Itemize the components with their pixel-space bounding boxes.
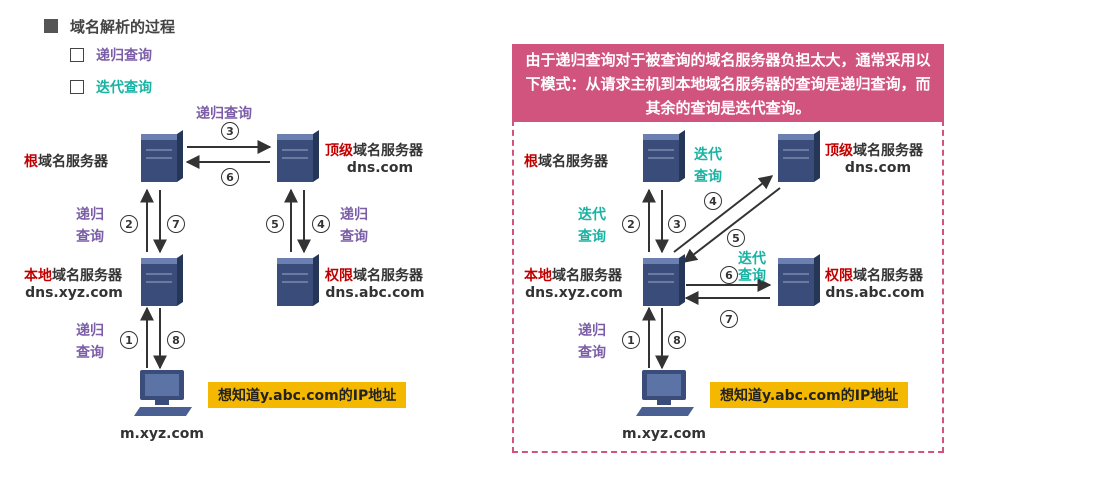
server-icon-right-tld xyxy=(778,130,820,182)
left-auth-host: dns.abc.com xyxy=(325,285,425,301)
left-label-top: 递归查询 xyxy=(196,106,252,122)
left-num-6: 6 xyxy=(221,168,239,186)
left-label-left-1: 递归 xyxy=(76,207,104,223)
left-tld-prefix: 顶级 xyxy=(325,143,353,159)
left-local-label: 本地域名服务器 xyxy=(24,265,122,285)
right-iter-left-2: 查询 xyxy=(578,229,606,245)
left-label-left: 递归查询 xyxy=(76,204,104,248)
right-num-4: 4 xyxy=(704,192,722,210)
right-iter-left: 迭代查询 xyxy=(578,204,606,248)
right-local-host: dns.xyz.com xyxy=(525,285,623,301)
right-num-6: 6 xyxy=(720,266,738,284)
right-auth-host: dns.abc.com xyxy=(825,285,925,301)
right-auth-prefix: 权限 xyxy=(825,268,853,284)
right-tld-rest: 域名服务器 xyxy=(853,143,923,159)
left-root-label: 根域名服务器 xyxy=(24,151,108,171)
dashed-frame xyxy=(512,120,944,453)
right-local-label: 本地域名服务器 xyxy=(524,265,622,285)
right-iter-left-1: 迭代 xyxy=(578,207,606,223)
right-root-prefix: 根 xyxy=(524,154,538,170)
computer-icon-left xyxy=(134,370,192,416)
left-num-4: 4 xyxy=(312,215,330,233)
right-arrows xyxy=(642,175,781,370)
right-client-label: m.xyz.com xyxy=(621,426,707,442)
page-title: 域名解析的过程 xyxy=(70,18,176,36)
option2-label: 迭代查询 xyxy=(96,80,152,96)
left-label-left-2: 查询 xyxy=(76,229,104,245)
option1-label: 递归查询 xyxy=(96,48,152,64)
option1-checkbox-icon xyxy=(70,48,84,62)
computer-icon-right xyxy=(636,370,694,416)
left-auth-rest: 域名服务器 xyxy=(353,268,423,284)
right-iter-mid-1: 迭代 xyxy=(738,251,766,267)
right-num-1: 1 xyxy=(622,331,640,349)
left-label-bottom-2: 查询 xyxy=(76,345,104,361)
note-box: 由于递归查询对于被查询的域名服务器负担太大，通常采用以下模式：从请求主机到本地域… xyxy=(512,44,944,122)
right-num-5: 5 xyxy=(727,229,745,247)
right-auth-label: 权限域名服务器 xyxy=(825,265,923,285)
left-label-right: 递归查询 xyxy=(340,204,368,248)
right-iter-mid-2: 查询 xyxy=(738,268,766,284)
right-rec-bottom: 递归查询 xyxy=(578,320,606,364)
server-icon-left-tld xyxy=(277,130,319,182)
right-num-2: 2 xyxy=(622,215,640,233)
left-num-2: 2 xyxy=(120,215,138,233)
right-tld-label: 顶级域名服务器 xyxy=(825,140,923,160)
left-label-right-1: 递归 xyxy=(340,207,368,223)
left-arrows xyxy=(140,140,311,370)
right-num-3: 3 xyxy=(668,215,686,233)
right-rec-bottom-1: 递归 xyxy=(578,323,606,339)
left-num-7: 7 xyxy=(167,215,185,233)
r-arrow-4 xyxy=(673,175,774,253)
r-arrow-5 xyxy=(682,187,781,263)
left-auth-label: 权限域名服务器 xyxy=(325,265,423,285)
server-icon-left-local xyxy=(141,254,183,306)
right-iter-mid: 迭代查询 xyxy=(738,251,766,285)
left-client-label: m.xyz.com xyxy=(119,426,205,442)
left-label-bottom: 递归查询 xyxy=(76,320,104,364)
left-auth-prefix: 权限 xyxy=(325,268,353,284)
left-tld-host: dns.com xyxy=(346,160,414,176)
left-num-5: 5 xyxy=(266,215,284,233)
right-rec-bottom-2: 查询 xyxy=(578,345,606,361)
right-iter-top-1: 迭代 xyxy=(694,147,722,163)
left-label-right-2: 查询 xyxy=(340,229,368,245)
right-root-rest: 域名服务器 xyxy=(538,154,608,170)
server-icon-left-auth xyxy=(277,254,319,306)
right-root-label: 根域名服务器 xyxy=(524,151,608,171)
left-root-prefix: 根 xyxy=(24,154,38,170)
right-tld-host: dns.com xyxy=(844,160,912,176)
right-num-7: 7 xyxy=(720,310,738,328)
left-tld-rest: 域名服务器 xyxy=(353,143,423,159)
title-bullet-icon xyxy=(44,19,58,33)
right-iter-top: 迭代查询 xyxy=(694,144,722,188)
left-label-bottom-1: 递归 xyxy=(76,323,104,339)
left-question-box: 想知道y.abc.com的IP地址 xyxy=(208,382,407,408)
right-tld-prefix: 顶级 xyxy=(825,143,853,159)
server-icon-right-local xyxy=(643,254,685,306)
left-local-prefix: 本地 xyxy=(24,268,52,284)
right-iter-top-2: 查询 xyxy=(694,169,722,185)
server-icon-left-root xyxy=(141,130,183,182)
server-icon-right-auth xyxy=(778,254,820,306)
right-local-prefix: 本地 xyxy=(524,268,552,284)
left-root-rest: 域名服务器 xyxy=(38,154,108,170)
left-local-rest: 域名服务器 xyxy=(52,268,122,284)
left-local-host: dns.xyz.com xyxy=(25,285,123,301)
right-question-box: 想知道y.abc.com的IP地址 xyxy=(710,382,909,408)
right-num-8: 8 xyxy=(668,331,686,349)
left-num-8: 8 xyxy=(167,331,185,349)
server-icon-right-root xyxy=(643,130,685,182)
option2-checkbox-icon xyxy=(70,80,84,94)
right-local-rest: 域名服务器 xyxy=(552,268,622,284)
left-num-1: 1 xyxy=(120,331,138,349)
left-num-3: 3 xyxy=(221,122,239,140)
right-auth-rest: 域名服务器 xyxy=(853,268,923,284)
left-tld-label: 顶级域名服务器 xyxy=(325,140,423,160)
